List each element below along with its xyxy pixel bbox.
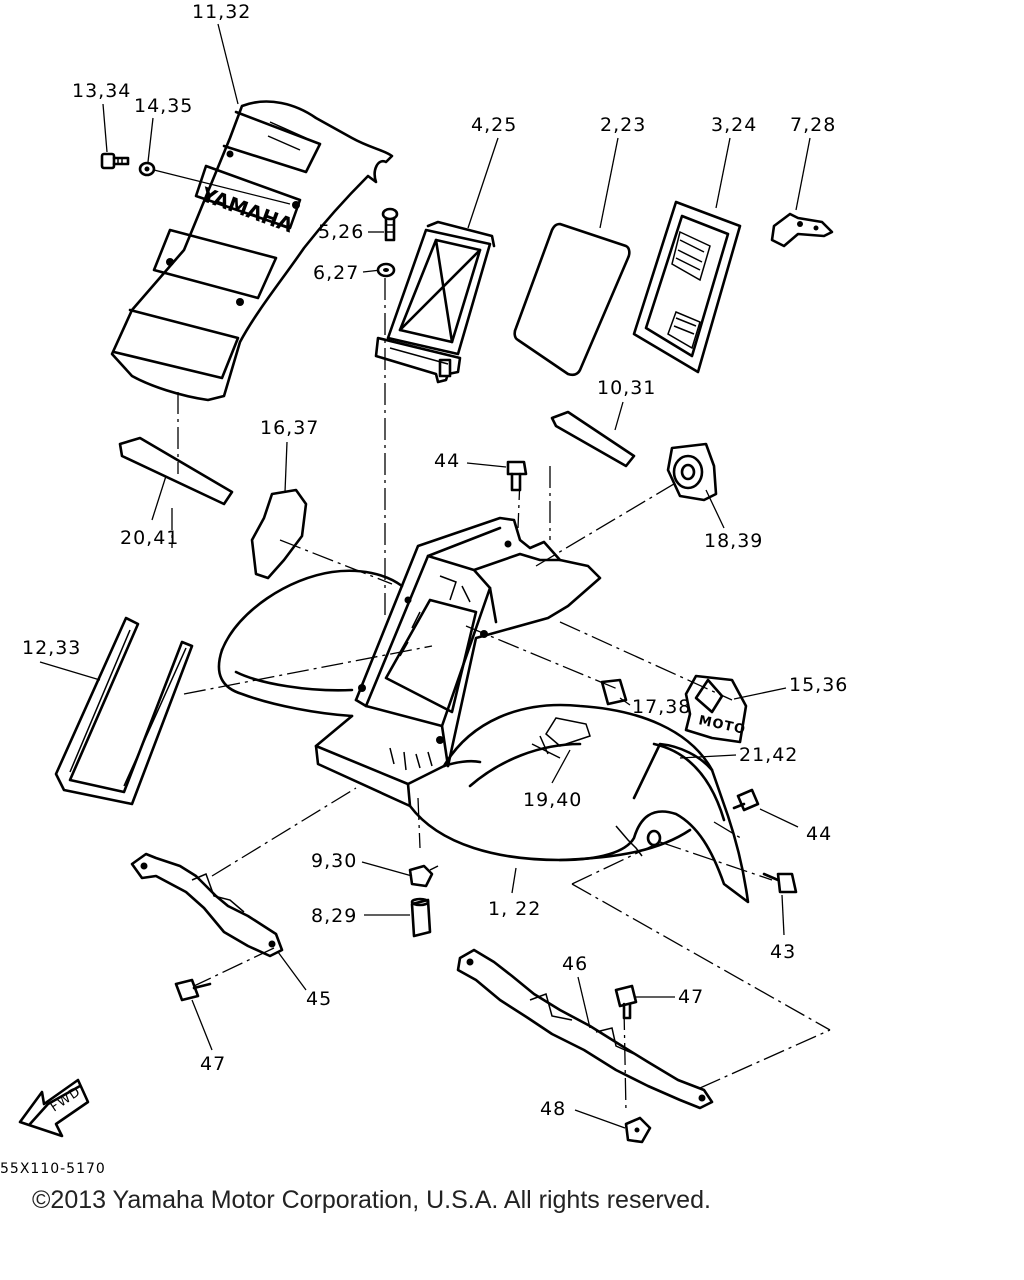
forward-arrow: FWD bbox=[18, 1078, 90, 1138]
callout-13-34: 13,34 bbox=[72, 80, 131, 102]
left-stay bbox=[130, 852, 284, 958]
assembly-center-lines bbox=[171, 278, 831, 1113]
bracket-screw bbox=[381, 207, 399, 242]
grommet bbox=[666, 442, 718, 502]
cowl-washer bbox=[138, 161, 291, 205]
callout-11-32: 11,32 bbox=[192, 1, 251, 23]
rubber-trim bbox=[54, 616, 194, 806]
side-pad bbox=[250, 488, 308, 580]
callout-12-33: 12,33 bbox=[22, 637, 81, 659]
bolt-44-top bbox=[506, 460, 528, 492]
cowl-brand-text: YAMAHA bbox=[197, 182, 297, 238]
bolt-47-left bbox=[174, 978, 212, 1002]
callout-1-22: 1, 22 bbox=[488, 898, 541, 920]
callout-43: 43 bbox=[770, 941, 796, 963]
callout-44-right: 44 bbox=[806, 823, 832, 845]
lens-panel bbox=[513, 222, 631, 377]
copyright-notice: ©2013 Yamaha Motor Corporation, U.S.A. A… bbox=[32, 1186, 711, 1214]
callout-46: 46 bbox=[562, 953, 588, 975]
callout-6-27: 6,27 bbox=[313, 262, 359, 284]
callout-14-35: 14,35 bbox=[134, 95, 193, 117]
leader-lines bbox=[39, 23, 811, 1129]
drawing-code: 55X110-5170 bbox=[0, 1161, 106, 1177]
callout-17-38: 17,38 bbox=[632, 696, 691, 718]
callout-9-30: 9,30 bbox=[311, 850, 357, 872]
callout-3-24: 3,24 bbox=[711, 114, 757, 136]
bolt-47-right bbox=[614, 984, 638, 1020]
callout-47-left: 47 bbox=[200, 1053, 226, 1075]
front-cowl: YAMAHA bbox=[110, 100, 394, 402]
bolt-44-right bbox=[732, 788, 760, 812]
callout-20-41: 20,41 bbox=[120, 527, 179, 549]
callout-5-26: 5,26 bbox=[318, 221, 364, 243]
foam-strip-left bbox=[118, 436, 234, 506]
callout-18-39: 18,39 bbox=[704, 530, 763, 552]
callout-21-42: 21,42 bbox=[739, 744, 798, 766]
small-cylinder bbox=[410, 897, 432, 938]
callout-15-36: 15,36 bbox=[789, 674, 848, 696]
front-fender bbox=[217, 516, 750, 904]
bracket-washer bbox=[376, 262, 396, 278]
right-stay bbox=[456, 948, 714, 1110]
callout-47-right: 47 bbox=[678, 986, 704, 1008]
callout-4-25: 4,25 bbox=[471, 114, 517, 136]
callout-44-top: 44 bbox=[434, 450, 460, 472]
emblem-text: MOTO bbox=[697, 713, 747, 738]
meter-unit bbox=[632, 200, 742, 374]
meter-bracket bbox=[374, 220, 496, 384]
callout-48: 48 bbox=[540, 1098, 566, 1120]
callout-16-37: 16,37 bbox=[260, 417, 319, 439]
callout-2-23: 2,23 bbox=[600, 114, 646, 136]
bolt-43 bbox=[762, 872, 798, 894]
callout-8-29: 8,29 bbox=[311, 905, 357, 927]
nut-48 bbox=[624, 1116, 652, 1144]
cowl-bolt bbox=[100, 152, 130, 170]
foam-strip-right bbox=[550, 410, 636, 468]
callout-7-28: 7,28 bbox=[790, 114, 836, 136]
callout-10-31: 10,31 bbox=[597, 377, 656, 399]
callout-19-40: 19,40 bbox=[523, 789, 582, 811]
callout-45: 45 bbox=[306, 988, 332, 1010]
wire-clip bbox=[770, 212, 834, 248]
emblem: MOTO bbox=[684, 674, 748, 744]
rubber-block bbox=[600, 678, 628, 706]
clamp-part bbox=[408, 864, 439, 888]
